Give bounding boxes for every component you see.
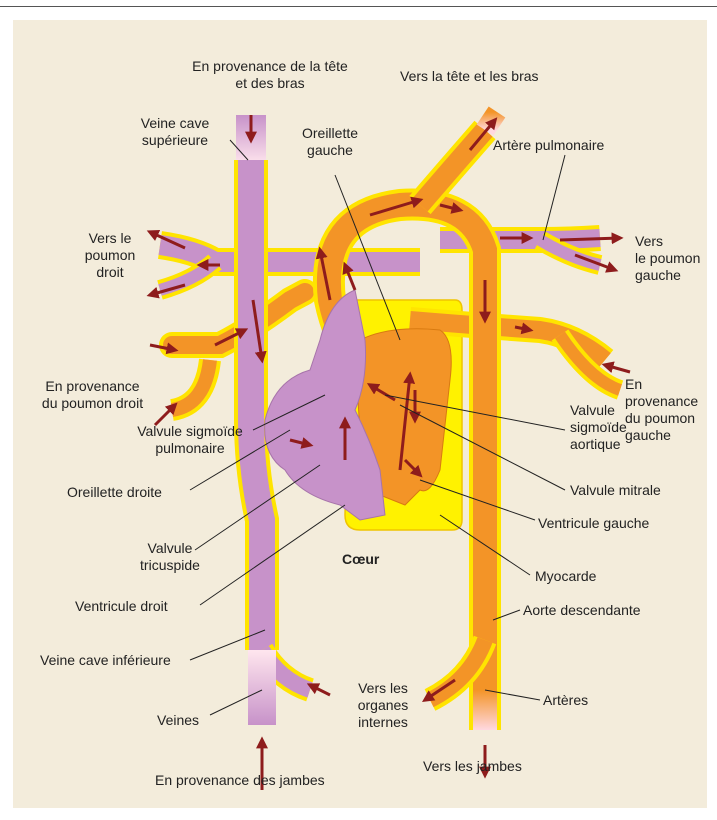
label-to-left-lung: Vers le poumon gauche xyxy=(635,233,700,284)
label-myocardium: Myocarde xyxy=(535,568,596,585)
label-left-atrium: Oreillette gauche xyxy=(285,125,375,159)
label-to-internal-organs: Vers les organes internes xyxy=(348,680,418,731)
label-to-right-lung: Vers le poumon droit xyxy=(65,230,155,281)
pulmonary-artery-branches xyxy=(160,238,600,290)
label-right-atrium: Oreillette droite xyxy=(67,484,162,501)
label-to-head-arms: Vers la tête et les bras xyxy=(400,68,539,85)
label-from-right-lung: En provenance du poumon droit xyxy=(30,378,155,412)
label-right-ventricle: Ventricule droit xyxy=(75,598,168,615)
label-mitral-valve: Valvule mitrale xyxy=(570,482,661,499)
label-from-head-arms: En provenance de la tête et des bras xyxy=(165,58,375,92)
label-pulmonary-artery: Artère pulmonaire xyxy=(493,137,604,154)
label-from-left-lung: En provenance du poumon gauche xyxy=(625,376,717,444)
label-left-ventricle: Ventricule gauche xyxy=(538,515,649,532)
label-to-legs: Vers les jambes xyxy=(423,758,522,775)
label-superior-vena-cava: Veine cave supérieure xyxy=(120,115,230,149)
label-descending-aorta: Aorte descendante xyxy=(523,602,641,619)
label-from-legs: En provenance des jambes xyxy=(155,772,325,789)
label-inferior-vena-cava: Veine cave inférieure xyxy=(40,652,171,669)
label-tricuspid-valve: Valvule tricuspide xyxy=(135,540,205,574)
label-heart: Cœur xyxy=(342,551,379,568)
label-veins: Veines xyxy=(157,712,199,729)
label-aortic-valve: Valvule sigmoïde aortique xyxy=(570,402,627,453)
label-arteries: Artères xyxy=(543,692,588,709)
label-pulmonary-valve: Valvule sigmoïde pulmonaire xyxy=(120,423,260,457)
